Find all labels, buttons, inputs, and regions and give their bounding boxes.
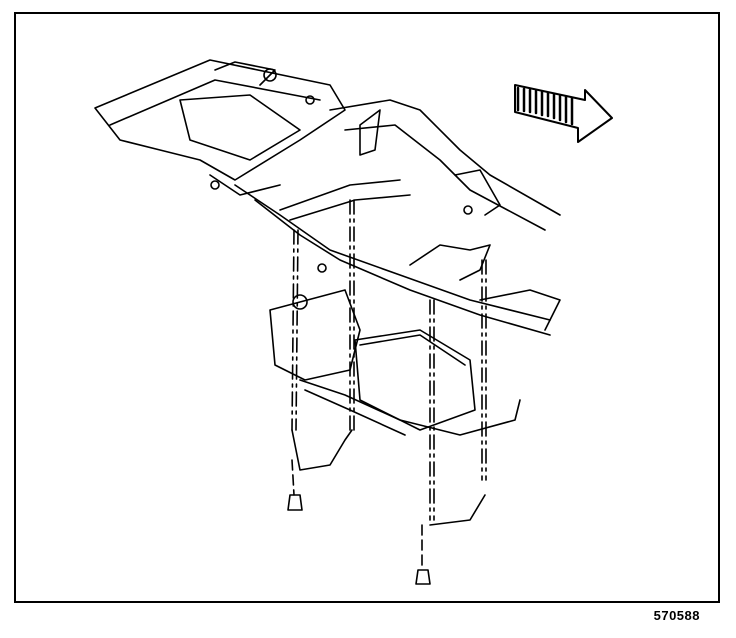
strap-bolts: [287, 494, 431, 585]
figure-number: 570588: [653, 608, 700, 623]
frame-rails: [234, 99, 561, 336]
direction-arrow-icon: [514, 84, 613, 143]
tank-straps: [291, 199, 487, 571]
front-frame-assembly: [94, 59, 346, 196]
illustration-frame: [14, 12, 720, 603]
